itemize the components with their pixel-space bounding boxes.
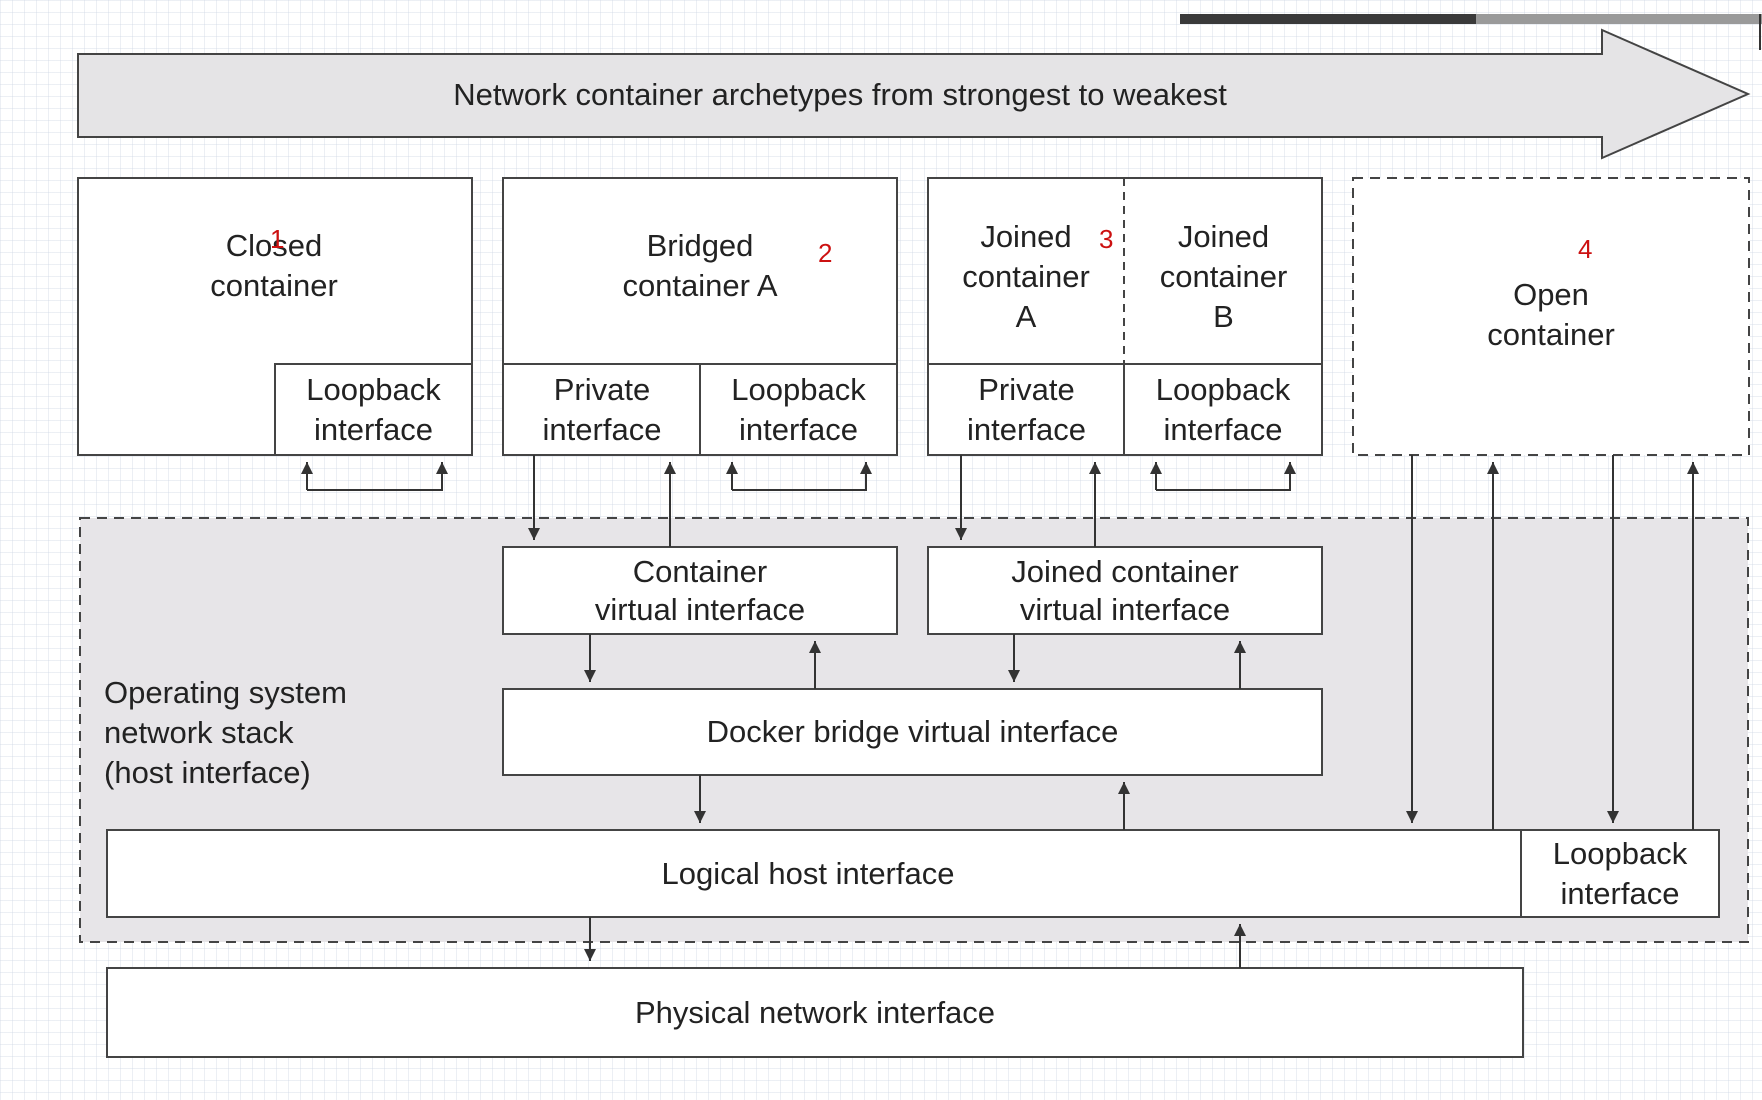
closed-loopback-label: Loopback interface bbox=[306, 372, 441, 447]
banner-title: Network container archetypes from strong… bbox=[453, 77, 1227, 112]
host-stack-label: Operating system network stack (host int… bbox=[104, 674, 347, 790]
docker-bridge-label: Docker bridge virtual interface bbox=[706, 714, 1119, 749]
joined-container-a-title: Joined container A bbox=[962, 219, 1090, 334]
joined-container-b-title: Joined container B bbox=[1159, 219, 1288, 334]
logical-host-box bbox=[106, 829, 1522, 918]
host-loopback-box bbox=[1520, 829, 1720, 918]
container-virtual-interface-box bbox=[502, 546, 898, 635]
joined-virtual-interface-box bbox=[927, 546, 1323, 635]
joined-private-label: Private interface bbox=[967, 372, 1086, 447]
marker-2: 2 bbox=[818, 238, 833, 268]
logical-host-label: Logical host interface bbox=[661, 855, 955, 891]
container-virtual-interface-label: Container virtual interface bbox=[594, 553, 806, 627]
joined-containers bbox=[927, 177, 1323, 456]
marker-1: 1 bbox=[270, 224, 285, 254]
joined-loopback-label: Loopback interface bbox=[1155, 372, 1291, 447]
open-container-title: Open container bbox=[1487, 277, 1615, 352]
physical-interface-box bbox=[106, 967, 1524, 1058]
bridged-container bbox=[502, 177, 898, 456]
joined-virtual-interface-label: Joined container virtual interface bbox=[1011, 553, 1239, 627]
marker-4: 4 bbox=[1578, 234, 1593, 264]
closed-loopback-box bbox=[274, 363, 473, 456]
bridged-private-label: Private interface bbox=[542, 372, 662, 447]
docker-bridge-box bbox=[502, 688, 1323, 776]
connection-arrows bbox=[301, 455, 1699, 968]
bridged-container-title: Bridged container A bbox=[622, 228, 778, 303]
banner-arrow bbox=[77, 28, 1751, 160]
closed-container-title: Closed container bbox=[210, 228, 338, 303]
open-container bbox=[1352, 177, 1750, 456]
host-loopback-label: Loopback interface bbox=[1552, 835, 1688, 911]
closed-container bbox=[77, 177, 473, 456]
marker-3: 3 bbox=[1099, 224, 1114, 254]
top-progress-bar bbox=[1180, 14, 1762, 50]
bridged-loopback-label: Loopback interface bbox=[731, 372, 866, 447]
physical-interface-label: Physical network interface bbox=[634, 994, 996, 1030]
